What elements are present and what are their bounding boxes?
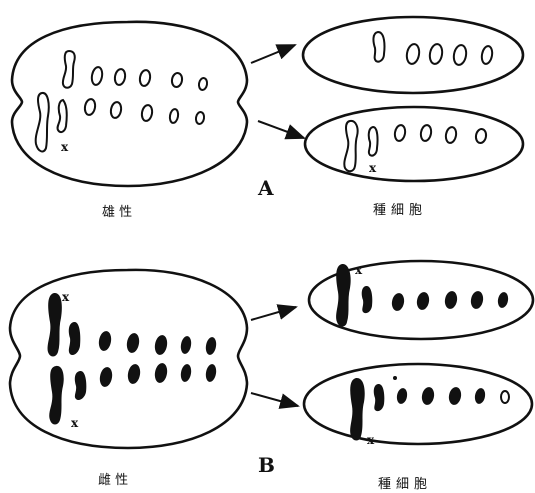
chromosome [198, 77, 208, 90]
chromosome [445, 126, 458, 143]
panel-a-daughter-top-chromosomes [373, 32, 493, 66]
chromosome-x [336, 264, 351, 327]
chromosome [205, 336, 218, 355]
chromosome [195, 111, 205, 124]
chromosome [98, 366, 113, 388]
chromosome [501, 391, 509, 403]
chromosome [374, 384, 385, 411]
panel-a-daughter-caption: 種細胞 [373, 202, 427, 218]
chromosome-x [350, 378, 365, 441]
chromosome [139, 69, 152, 86]
panel-a-daughter-cell-top [303, 17, 523, 93]
arrow-a-top [251, 45, 295, 63]
chromosome [428, 43, 443, 65]
chromosome [153, 362, 168, 384]
panel-b-mother-x-marker-top: x [62, 290, 70, 304]
chromosome [420, 124, 433, 141]
chromosome [373, 32, 384, 62]
chromosome [452, 44, 467, 66]
chromosome [110, 101, 123, 118]
chromosome [126, 363, 141, 385]
arrow-b-top [251, 307, 296, 320]
chromosome [470, 290, 485, 310]
chromosome [180, 363, 193, 382]
chromosome-x [49, 366, 63, 425]
chromosome [391, 292, 406, 312]
panel-b-daughter-bottom-x-marker: x [367, 433, 375, 447]
panel-a-daughter-bottom-chromosomes [344, 121, 487, 171]
chromosome [444, 290, 459, 310]
panel-b-label: B [258, 453, 275, 477]
panel-a-label: A [257, 176, 274, 200]
panel-b-mother-x-marker-bottom: x [71, 416, 79, 430]
panel-a-mother-chromosomes [36, 51, 208, 151]
chromosome [394, 124, 407, 141]
chromosome [421, 386, 436, 406]
panel-a-daughter-x-marker: x [369, 161, 377, 175]
chromosome [448, 386, 463, 406]
chromosome [416, 291, 431, 311]
panel-b-daughter-top-x-marker: x [355, 263, 363, 277]
panel-b-daughter-cell-bottom [304, 364, 532, 444]
panel-b-mother-caption: 雌 性 [98, 472, 128, 488]
chromosome [180, 335, 193, 354]
chromosome [75, 371, 87, 400]
chromosome [169, 108, 179, 123]
chromosome [369, 127, 378, 156]
chromosome [475, 128, 487, 144]
chromosome [97, 330, 112, 352]
panel-a: x x A 雄 性 種細胞 [12, 17, 523, 220]
chromosome [58, 100, 67, 132]
chromosome [63, 51, 75, 88]
panel-b: x x x x B 雌 性 [10, 261, 533, 492]
chromosome [396, 387, 409, 404]
panel-b-daughter-bottom-chromosomes [350, 378, 486, 441]
panel-a-mother-x-marker: x [61, 140, 69, 154]
chromosome [405, 43, 420, 65]
chromosome [114, 68, 127, 85]
chromosome [125, 332, 140, 354]
panel-b-mother-chromosomes [48, 293, 218, 425]
chromosome-x [48, 293, 62, 357]
panel-a-mother-caption: 雄 性 [102, 205, 132, 220]
panel-b-mother-cell [10, 270, 247, 448]
chromosome [171, 72, 183, 88]
chromosome [205, 363, 218, 382]
chromosome-x [36, 93, 49, 152]
chromosome-x [344, 121, 357, 171]
chromosome [91, 66, 104, 85]
chromosome [474, 387, 487, 404]
chromosome [497, 291, 510, 308]
centriole-dot [393, 376, 397, 380]
panel-a-daughter-cell-bottom [305, 107, 523, 181]
panel-a-mother-cell [12, 22, 247, 186]
chromosome [141, 104, 154, 121]
arrow-b-bottom [251, 393, 298, 406]
chromosome [153, 334, 168, 356]
chromosome [481, 45, 494, 64]
panel-b-daughter-caption: 種細胞 [378, 476, 432, 492]
arrow-a-bottom [258, 121, 304, 138]
chromosome [69, 322, 81, 355]
chromosome [84, 98, 97, 115]
chromosome [362, 286, 373, 313]
